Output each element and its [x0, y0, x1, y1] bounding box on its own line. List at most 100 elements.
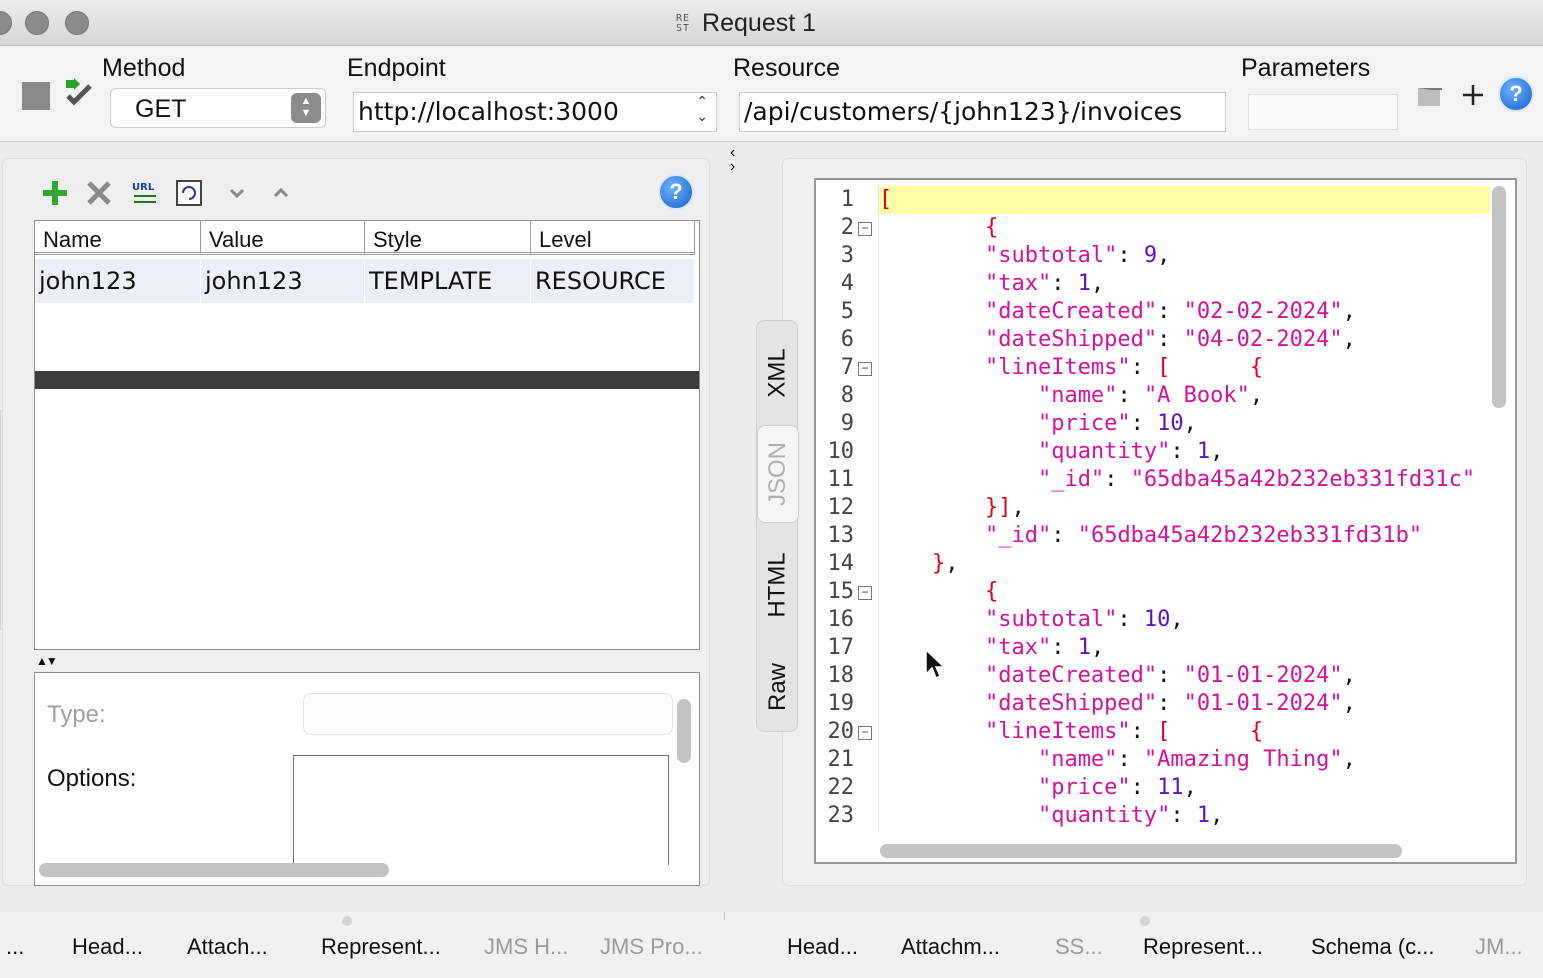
method-select[interactable]: GET ▲▼ [110, 88, 326, 128]
add-param-icon[interactable] [40, 178, 70, 208]
minimize-window-button[interactable] [25, 11, 49, 35]
window-title: Request 1 [702, 9, 817, 37]
table-divider [35, 371, 699, 389]
code-line: "subtotal": 9, [984, 243, 1171, 268]
detail-horizontal-scrollbar[interactable] [39, 863, 389, 877]
cell-style[interactable]: TEMPLATE [365, 259, 531, 303]
type-field[interactable] [303, 693, 673, 735]
bottom-tab[interactable]: Head... [787, 934, 858, 959]
tab-html[interactable]: HTML [764, 552, 791, 618]
editor-horizontal-scrollbar[interactable] [880, 844, 1402, 858]
bottom-tab[interactable]: Attachm... [901, 934, 1001, 959]
response-tabs-handle[interactable] [1140, 916, 1150, 926]
parameters-input[interactable] [1248, 94, 1398, 130]
line-number: 12 [827, 495, 855, 520]
fold-toggle-icon[interactable]: − [858, 362, 872, 376]
line-number: 13 [827, 523, 855, 548]
collapse-toggle-icon[interactable]: ▲▼ [36, 654, 58, 668]
endpoint-combobox[interactable]: http://localhost:3000 ⌃⌄ [353, 92, 717, 132]
tab-json[interactable]: JSON [757, 425, 799, 523]
code-line: "dateShipped": "01-01-2024", [984, 691, 1356, 716]
code-line: { [984, 215, 999, 240]
fold-toggle-icon[interactable]: − [858, 726, 872, 740]
detail-vertical-scrollbar[interactable] [677, 699, 691, 763]
code-line: }], [984, 495, 1025, 520]
json-code-area[interactable]: [ { "subtotal": 9, "tax": 1, "dateCreate… [878, 184, 1490, 832]
tab-xml[interactable]: XML [764, 348, 792, 398]
line-number: 19 [827, 691, 855, 716]
bottom-tab[interactable]: Head... [72, 934, 143, 959]
bottom-tab[interactable]: Represent... [321, 934, 441, 959]
method-value: GET [135, 95, 187, 123]
resource-input[interactable]: /api/customers/{john123}/invoices [739, 92, 1226, 132]
cell-name[interactable]: john123 [35, 259, 201, 303]
bottom-tab[interactable]: SS... [1055, 934, 1103, 959]
bottom-tab[interactable]: Represent... [1143, 934, 1263, 959]
bottom-tab[interactable]: Attach... [187, 934, 268, 959]
fold-toggle-icon[interactable]: − [858, 222, 872, 236]
code-line: "name": "Amazing Thing", [1037, 747, 1356, 772]
code-line: "price": 10, [1037, 411, 1197, 436]
editor-vertical-scrollbar[interactable] [1492, 186, 1506, 408]
close-window-button[interactable] [0, 11, 12, 35]
move-down-icon[interactable] [222, 178, 252, 208]
code-line: "_id": "65dba45a42b232eb331fd31b" [984, 523, 1423, 548]
table-row[interactable]: john123 john123 TEMPLATE RESOURCE [35, 259, 695, 303]
line-number: 7 [840, 355, 854, 380]
code-line: "dateShipped": "04-02-2024", [984, 327, 1356, 352]
options-field[interactable] [293, 755, 669, 865]
code-line: "dateCreated": "01-01-2024", [984, 663, 1356, 688]
request-tabs-handle[interactable] [342, 916, 352, 926]
zoom-window-button[interactable] [65, 11, 89, 35]
line-number: 4 [840, 271, 854, 296]
column-header-name[interactable]: Name [35, 221, 201, 255]
code-line: "tax": 1, [984, 635, 1105, 660]
code-line: { [984, 579, 999, 604]
bottom-tab[interactable]: JM... [1475, 934, 1523, 959]
code-line: }, [931, 551, 959, 576]
move-up-icon[interactable] [266, 178, 296, 208]
column-header-level[interactable]: Level [531, 221, 695, 255]
fold-toggle-icon[interactable]: − [858, 586, 872, 600]
mouse-pointer-icon [925, 648, 946, 680]
param-detail-panel: Type: Options: [34, 672, 700, 886]
splitter-toggle-icon[interactable]: ‹› [730, 144, 736, 175]
select-stepper-icon: ▲▼ [291, 93, 321, 123]
column-header-value[interactable]: Value [201, 221, 365, 255]
cell-value[interactable]: john123 [201, 259, 365, 303]
code-line: "subtotal": 10, [984, 607, 1184, 632]
revert-params-icon[interactable] [174, 178, 204, 208]
extract-url-params-icon[interactable]: URL [130, 178, 160, 208]
endpoint-label: Endpoint [347, 54, 446, 82]
line-number: 10 [827, 439, 855, 464]
bottom-tab[interactable]: JMS Pro... [600, 934, 703, 959]
column-header-style[interactable]: Style [365, 221, 531, 255]
parameters-label: Parameters [1241, 54, 1371, 82]
line-number: 17 [827, 635, 855, 660]
code-line: "name": "A Book", [1037, 383, 1264, 408]
add-icon[interactable] [1458, 80, 1488, 110]
help-icon[interactable]: ? [1498, 76, 1534, 112]
submit-request-icon[interactable] [62, 76, 96, 110]
bottom-tab[interactable]: JMS H... [484, 934, 569, 959]
type-label: Type: [47, 701, 106, 728]
endpoint-value: http://localhost:3000 [358, 97, 619, 126]
params-help-icon[interactable]: ? [658, 174, 694, 210]
line-number: 23 [827, 803, 855, 828]
remove-param-icon[interactable] [84, 178, 114, 208]
stop-icon[interactable] [22, 82, 50, 110]
table-header: Name Value Style Level [35, 221, 699, 255]
tab-raw[interactable]: Raw [764, 662, 792, 712]
line-number: 11 [827, 467, 855, 492]
method-label: Method [102, 54, 186, 82]
line-number: 14 [827, 551, 855, 576]
cell-level[interactable]: RESOURCE [531, 259, 695, 303]
code-line: "price": 11, [1037, 775, 1197, 800]
line-number: 6 [840, 327, 854, 352]
bottom-tab[interactable]: ... [6, 934, 25, 959]
edit-parameters-icon[interactable] [1415, 80, 1445, 110]
bottom-tab[interactable]: Schema (c... [1311, 934, 1435, 959]
